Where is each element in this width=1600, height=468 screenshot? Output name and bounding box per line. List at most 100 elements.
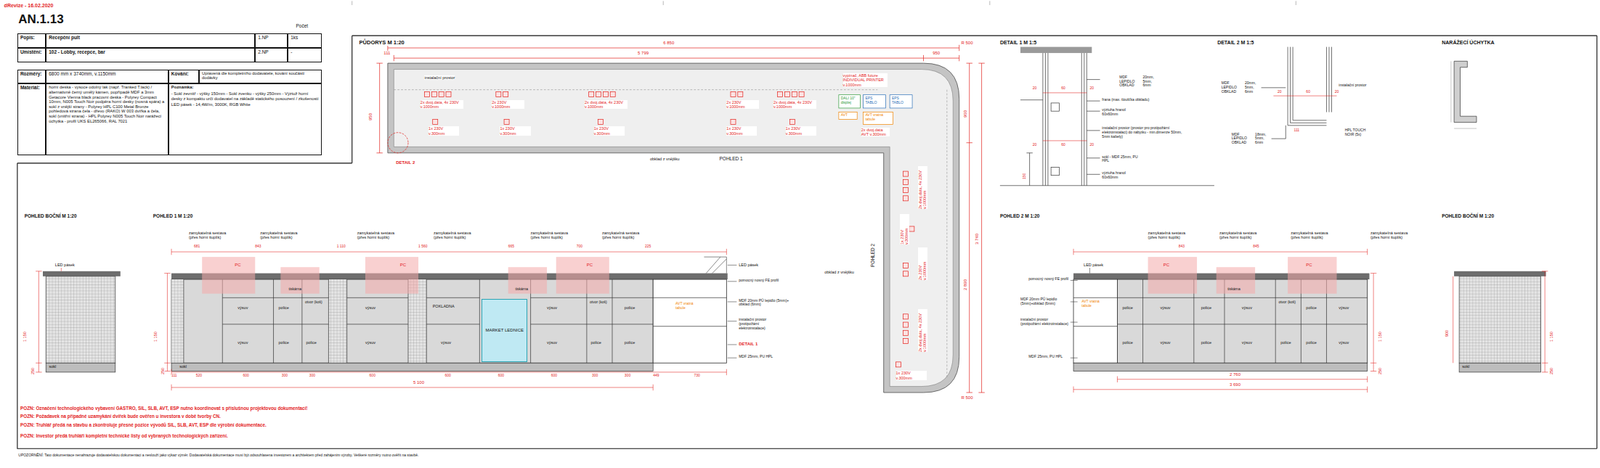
red-annotation: 2x dvoj.data, 4x 230V v.1000mm bbox=[584, 100, 628, 110]
drawing-label: police bbox=[1122, 305, 1133, 311]
drawing-label: instalační prostor (protipožární elektro… bbox=[738, 318, 785, 331]
drawing-label: AVT bbox=[841, 113, 848, 118]
drawing-label: AVT vratná tabule bbox=[675, 302, 701, 311]
red-annotation: 3 740 bbox=[974, 233, 980, 245]
drawing-label: tiskárna bbox=[515, 287, 529, 292]
table-cell: Kování: bbox=[168, 69, 200, 85]
front-view-1-part bbox=[183, 279, 727, 364]
table-cell: 102 - Lobby, recepce, bar bbox=[45, 47, 255, 63]
drawing-label: výsuv bbox=[546, 340, 558, 345]
red-annotation: 1 150 bbox=[153, 331, 158, 343]
red-annotation: 950 bbox=[368, 113, 374, 121]
handle-profile-part bbox=[1451, 61, 1477, 129]
heading-label: DETAIL 1 bbox=[738, 342, 758, 348]
cell-heading: Poznámka: bbox=[171, 84, 319, 91]
plan-view-part bbox=[889, 95, 913, 109]
detail-2 bbox=[1261, 47, 1338, 139]
plan-view-part-part bbox=[610, 91, 616, 97]
sheet-title: AN.1.13 bbox=[18, 12, 64, 27]
red-annotation: 250 bbox=[30, 367, 35, 375]
plan-view-part-part bbox=[902, 271, 908, 277]
table-cell: Upravená dle kompletního dodavatele, kov… bbox=[199, 69, 322, 85]
front-view-2-part bbox=[1073, 363, 1368, 372]
red-annotation: 1x 230V v.300mm bbox=[785, 126, 817, 136]
drawing-label: výsuv bbox=[1241, 305, 1253, 311]
heading-label: POHLED 2 M 1:20 bbox=[1000, 213, 1041, 219]
plan-view-part-part bbox=[902, 330, 908, 336]
front-view-1-part-part bbox=[201, 257, 255, 295]
side-view-left-part bbox=[45, 276, 116, 364]
drawing-label: police bbox=[1305, 340, 1317, 345]
heading-label: PŮDORYS M 1:20 bbox=[359, 39, 405, 47]
drawing-label: police bbox=[590, 340, 601, 345]
plan-view-part bbox=[863, 95, 887, 109]
red-annotation: 2 760 bbox=[1229, 372, 1241, 378]
drawing-label: police bbox=[1122, 340, 1133, 345]
drawing-label: výsuv bbox=[1241, 340, 1253, 345]
red-annotation: 1x 230V v.300mm bbox=[499, 126, 531, 136]
front-view-1-part bbox=[703, 257, 727, 274]
plan-view-part-part bbox=[784, 91, 790, 97]
appliance-box: MARKET LEDNICE bbox=[481, 299, 528, 363]
drawing-label: výsuv bbox=[237, 340, 248, 345]
red-annotation: 20 bbox=[1090, 86, 1095, 91]
plan-view-part-part bbox=[896, 362, 902, 368]
detail-1-part bbox=[1042, 92, 1087, 141]
red-annotation: 2x 230V v.1000mm bbox=[491, 100, 525, 110]
red-annotation: 250 bbox=[1549, 367, 1554, 375]
heading-label: POZN: Požadavek na případné uzamykání dv… bbox=[20, 413, 221, 420]
drawing-label: výsuv bbox=[1159, 340, 1171, 345]
red-annotation: PC bbox=[1163, 262, 1170, 268]
drawing-label: sokl bbox=[179, 364, 187, 369]
drawing-label: POKLADNA bbox=[432, 304, 455, 309]
red-annotation: 843 bbox=[254, 244, 261, 250]
drawing-label: sokl - MDF 25mm, PU HPL bbox=[1101, 155, 1143, 165]
red-annotation: 843 bbox=[1178, 244, 1185, 250]
plan-view-part bbox=[863, 112, 894, 125]
red-annotation: 1 150 bbox=[22, 331, 27, 343]
red-annotation: 20 bbox=[1032, 86, 1038, 91]
table-cell: Recepční pult bbox=[45, 33, 255, 48]
red-annotation: 520 bbox=[196, 374, 202, 379]
drawing-label: frana (max. tloušťka obkladu) bbox=[1101, 98, 1184, 103]
side-view-right-part bbox=[1454, 271, 1546, 277]
front-view-1-part bbox=[727, 265, 738, 359]
plan-view-part bbox=[424, 91, 914, 367]
red-annotation: 681 bbox=[193, 244, 200, 250]
red-annotation: 700 bbox=[576, 244, 583, 250]
table-cell: Popis: bbox=[17, 33, 46, 48]
cell-heading: Recepční pult bbox=[48, 34, 253, 40]
front-view-2-part-part bbox=[1216, 267, 1256, 295]
drawing-label: AVT vratná tabule bbox=[865, 113, 890, 123]
lock-note: zamykatelná sestava (přes horní šuplík) bbox=[1290, 230, 1338, 241]
red-annotation: 1 150 bbox=[1549, 331, 1554, 343]
red-annotation: 600 bbox=[242, 374, 249, 379]
detail-1-part bbox=[1020, 47, 1092, 54]
front-view-2 bbox=[1070, 249, 1377, 393]
red-annotation: 111 bbox=[171, 374, 178, 379]
drawing-label: instalační prostor bbox=[424, 75, 455, 80]
table-cell: 1ks bbox=[287, 33, 322, 48]
heading-label: POHLED BOČNÍ M 1:20 bbox=[1441, 213, 1494, 219]
drawing-label: výsuv bbox=[237, 305, 248, 311]
lock-note: zamykatelná sestava (přes horní šuplík) bbox=[1219, 230, 1267, 241]
red-annotation: 2x dvoj.data AVT v.300mm bbox=[861, 127, 890, 138]
drawing-label: LED pásek bbox=[55, 262, 75, 268]
drawing-label: obklad z vnějšku bbox=[824, 270, 855, 275]
drawing-label: UPOZORNĚNÍ: Tato dokumentace nenahrazuje… bbox=[18, 453, 447, 459]
front-view-1-part bbox=[164, 249, 727, 391]
drawing-label: výsuv bbox=[1338, 305, 1349, 311]
lock-note: zamykatelná sestava (přes horní šuplík) bbox=[433, 230, 481, 241]
red-annotation: vypínač, ABB future INDIVIDUAL PRINTER v… bbox=[843, 73, 889, 88]
red-annotation: 20 bbox=[1032, 143, 1038, 148]
detail-1-part bbox=[1050, 103, 1059, 112]
plan-view-part-part bbox=[597, 119, 603, 125]
sheet-frame-part bbox=[352, 0, 1297, 6]
plan-view-part bbox=[838, 112, 858, 120]
cell-heading: 102 - Lobby, recepce, bar bbox=[48, 49, 253, 55]
drawing-label: MDF LEPIDLO OBKLAD bbox=[1231, 132, 1253, 146]
drawing-label: instalační prostor (protipožární elektro… bbox=[1020, 318, 1070, 327]
cell-heading: Materiál: bbox=[20, 84, 43, 91]
plan-view-part-part bbox=[438, 91, 444, 97]
